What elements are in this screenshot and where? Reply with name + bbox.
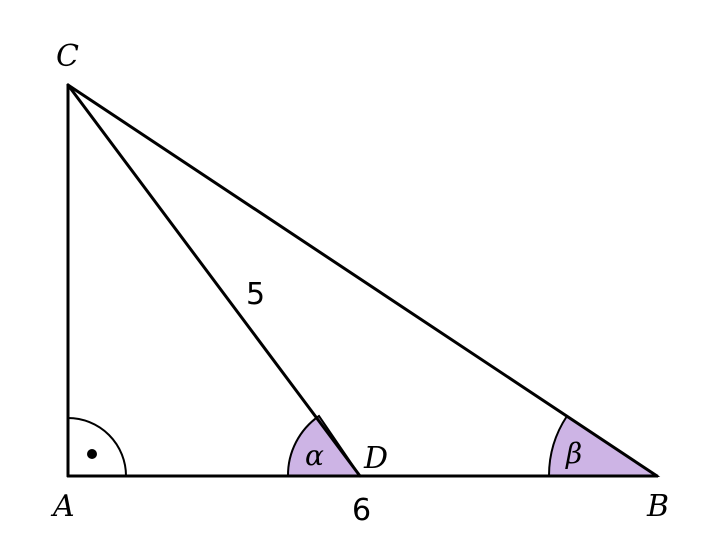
- length-label-AB: 6: [352, 493, 371, 528]
- vertex-label-D: D: [363, 441, 388, 476]
- angle-alpha-label: α: [305, 439, 324, 472]
- vertex-label-B: B: [646, 489, 669, 524]
- angle-alpha-sector: [286, 414, 362, 477]
- right-angle-marker: [67, 417, 127, 477]
- vertex-label-C: C: [56, 39, 79, 74]
- length-label-CD: 5: [246, 277, 265, 312]
- angle-beta-label: β: [565, 437, 582, 470]
- right-angle-dot: [87, 449, 97, 459]
- vertex-label-A: A: [50, 489, 75, 524]
- segment-CD: [66, 83, 362, 478]
- segment-CB: [66, 83, 659, 478]
